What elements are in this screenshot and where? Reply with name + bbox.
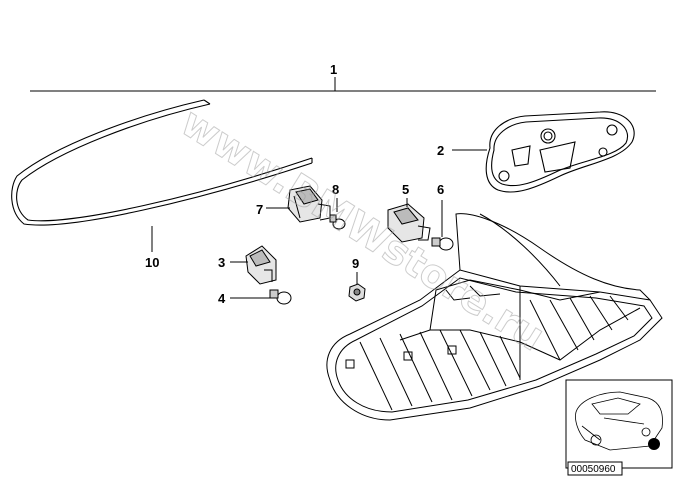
callout-3[interactable]: 3 [218,255,225,270]
bulb-socket-part-5[interactable] [387,203,431,243]
callout-8[interactable]: 8 [332,182,339,197]
callout-6[interactable]: 6 [437,182,444,197]
tail-light-housing[interactable] [326,213,663,421]
callout-7[interactable]: 7 [256,202,263,217]
car-silhouette-icon [575,391,663,451]
bulb-socket-part-3[interactable] [245,245,277,285]
location-marker [648,438,660,450]
bulb-socket-part-7[interactable] [287,185,331,223]
callout-5[interactable]: 5 [402,182,409,197]
seal-strip-part[interactable] [11,99,313,226]
assembly-bracket [30,77,656,92]
callout-2[interactable]: 2 [437,143,444,158]
callout-9[interactable]: 9 [352,256,359,271]
vehicle-thumbnail [565,379,673,469]
gasket-part[interactable] [485,111,635,193]
bulb-part-4[interactable] [269,289,292,305]
diagram-code: 00050960 [571,464,616,475]
bulb-part-8[interactable] [329,214,346,230]
callout-10[interactable]: 10 [145,255,159,270]
bulb-part-6[interactable] [431,237,454,251]
callout-4[interactable]: 4 [218,291,226,306]
nut-part-9[interactable] [348,283,366,302]
watermark: www.BMWstore.ru [173,99,552,360]
diagram-code-box [567,461,623,476]
callout-1[interactable]: 1 [330,62,337,77]
